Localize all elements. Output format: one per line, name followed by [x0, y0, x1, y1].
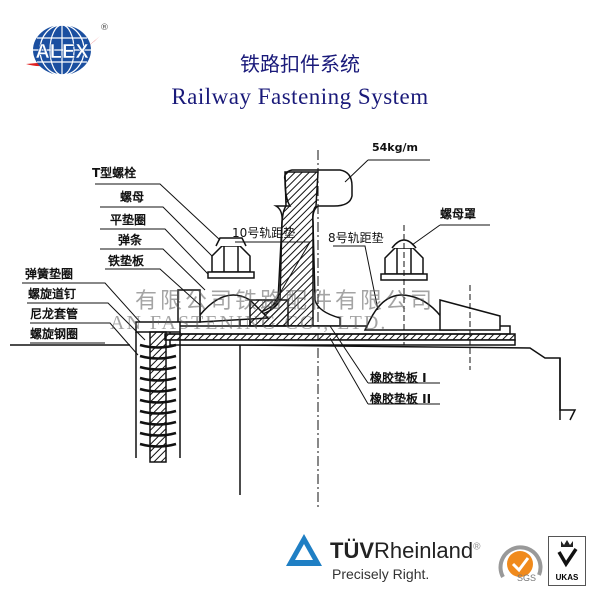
label-flat-washer: 平垫圈: [110, 213, 147, 227]
label-screw-spike: 螺旋道钉: [28, 287, 77, 301]
label-nut: 螺母: [120, 190, 145, 204]
sgs-badge: SGS: [495, 537, 545, 587]
label-gauge-block-8: 8号轨距垫: [328, 231, 384, 245]
tuv-triangle-icon: [286, 534, 322, 566]
ukas-crown-check-icon: [557, 540, 578, 568]
watermark-english: AN FASTENING CO., LTD.: [110, 312, 388, 334]
registered-mark: ®: [100, 23, 108, 33]
label-rail-type: 54kg/m: [372, 141, 418, 154]
tuv-rheinland-logo: TÜVRheinland®: [330, 538, 481, 563]
label-nut-cap: 螺母罩: [440, 207, 477, 221]
label-nylon-sleeve: 尼龙套管: [30, 307, 79, 321]
label-spiral-ring: 螺旋钢圈: [30, 327, 79, 341]
ukas-badge: UKAS: [548, 536, 586, 586]
alex-logo: ALEX ®: [18, 18, 109, 80]
title-chinese: 铁路扣件系统: [240, 52, 360, 76]
sgs-label: SGS: [517, 573, 537, 583]
label-gauge-block-10: 10号轨距垫: [232, 226, 296, 240]
alex-logo-text: ALEX: [35, 41, 89, 63]
ukas-label: UKAS: [555, 573, 579, 582]
title-english: Railway Fastening System: [171, 84, 429, 109]
label-elastic-clip: 弹条: [118, 233, 143, 247]
label-iron-plate: 铁垫板: [108, 254, 145, 268]
sgs-check-icon: [498, 545, 543, 578]
label-spring-washer: 弹簧垫圈: [25, 267, 74, 281]
watermark-chinese: 有限公司铁路配件有限公司: [135, 288, 436, 313]
label-rubber-pad-2: 橡胶垫板 II: [370, 392, 432, 406]
label-t-bolt: T型螺栓: [92, 166, 137, 180]
tuv-slogan: Precisely Right.: [332, 566, 430, 582]
label-rubber-pad-1: 橡胶垫板 I: [370, 371, 427, 385]
